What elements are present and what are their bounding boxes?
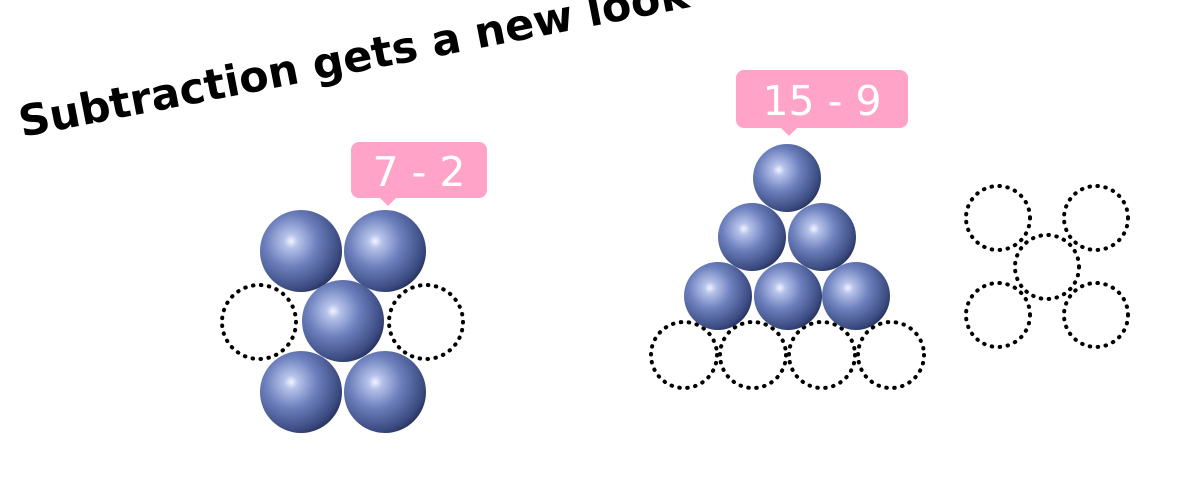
- removed-slot: [1062, 184, 1130, 252]
- ball: [344, 210, 426, 292]
- label-bubble: [736, 70, 908, 128]
- ball: [260, 210, 342, 292]
- ball: [684, 262, 752, 330]
- removed-slot: [387, 283, 465, 361]
- removed-slot: [856, 320, 926, 390]
- ball: [260, 351, 342, 433]
- ball: [822, 262, 890, 330]
- ball: [788, 203, 856, 271]
- problem-label-text: 15 - 9: [762, 77, 881, 125]
- removed-slot: [1062, 281, 1130, 349]
- ball: [753, 144, 821, 212]
- ball: [754, 262, 822, 330]
- removed-slot: [220, 283, 298, 361]
- problem-label-text: 7 - 2: [372, 148, 465, 196]
- removed-slot: [964, 184, 1032, 252]
- ball: [344, 351, 426, 433]
- label-bubble: [351, 142, 487, 198]
- problem-group: 7 - 2: [220, 142, 487, 433]
- page-title: Subtraction gets a new look: [15, 0, 694, 148]
- removed-slot: [964, 281, 1032, 349]
- removed-slot: [718, 320, 788, 390]
- label-pointer: [379, 197, 397, 206]
- removed-slot: [1013, 233, 1081, 301]
- ball: [302, 280, 384, 362]
- removed-group: [964, 184, 1130, 349]
- removed-slot: [649, 320, 719, 390]
- problem-label: 7 - 2: [351, 142, 487, 206]
- ball: [718, 203, 786, 271]
- removed-slot: [787, 320, 857, 390]
- label-pointer: [780, 127, 798, 136]
- problem-label: 15 - 9: [736, 70, 908, 136]
- problem-group: 15 - 9: [649, 70, 926, 390]
